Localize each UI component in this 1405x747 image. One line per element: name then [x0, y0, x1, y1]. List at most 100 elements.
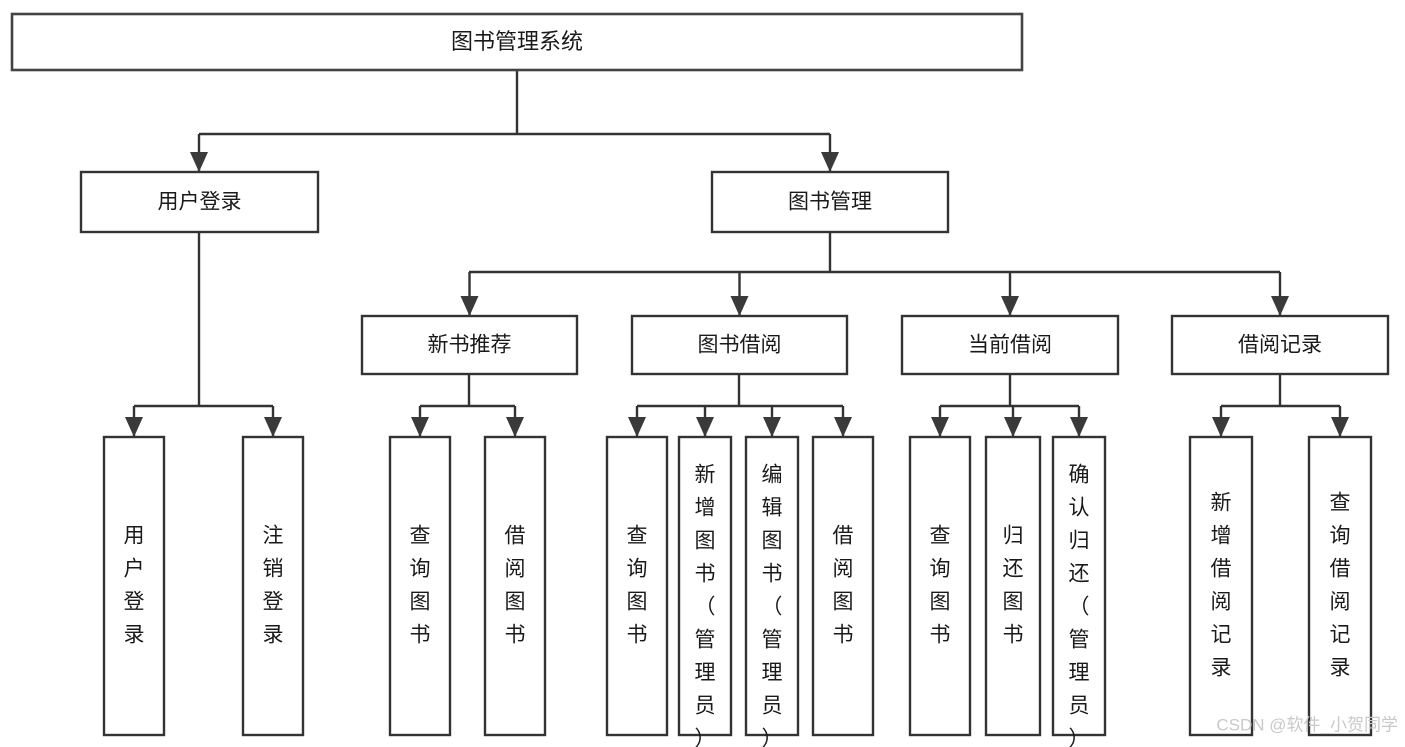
node-box[interactable] — [811, 435, 875, 737]
connector-leg-leaf-edit-book-admin — [763, 406, 781, 437]
arrow-head-icon — [506, 417, 524, 437]
node-box[interactable] — [630, 314, 849, 376]
node-leaf-edit-book-admin[interactable]: 编辑图书（管理员） — [744, 435, 800, 747]
connector-edge-to-book-manage — [821, 134, 839, 172]
connectors-layer — [125, 70, 1349, 437]
node-label: 用户登录 — [158, 191, 242, 214]
connector-edge-to-user-login — [190, 134, 208, 172]
node-box[interactable] — [79, 170, 320, 234]
node-book-borrow[interactable]: 图书借阅 — [630, 314, 849, 376]
connector-leg-leaf-return-book — [1004, 406, 1022, 437]
node-leaf-query-borrow-record[interactable]: 查询借阅记录 — [1307, 435, 1373, 737]
connector-leg-leaf-borrow-book-borrow — [834, 406, 852, 437]
node-label: 借阅记录 — [1238, 334, 1322, 357]
node-box[interactable] — [1051, 435, 1107, 737]
arrow-head-icon — [1212, 417, 1230, 437]
node-box[interactable] — [1170, 314, 1390, 376]
node-user-login[interactable]: 用户登录 — [79, 170, 320, 234]
node-label: 当前借阅 — [968, 334, 1052, 357]
node-box[interactable] — [744, 435, 800, 737]
node-label: 新书推荐 — [428, 334, 512, 357]
node-current-borrow[interactable]: 当前借阅 — [900, 314, 1120, 376]
connector-leg-leaf-confirm-return-admin — [1070, 406, 1088, 437]
node-leaf-user-login[interactable]: 用户登录 — [102, 435, 166, 737]
arrow-head-icon — [628, 417, 646, 437]
connector-leg-leaf-query-borrow-record — [1331, 406, 1349, 437]
node-box[interactable] — [605, 435, 669, 737]
node-leaf-borrow-book-recommend[interactable]: 借阅图书 — [483, 435, 547, 737]
connector-leg-current-borrow — [1001, 272, 1019, 316]
arrow-head-icon — [125, 417, 143, 437]
node-box[interactable] — [483, 435, 547, 737]
node-label: 新增借阅记录 — [1211, 491, 1232, 679]
node-label: 图书管理 — [788, 191, 872, 214]
arrow-head-icon — [834, 417, 852, 437]
node-label: 借阅图书 — [833, 524, 854, 646]
node-book-manage[interactable]: 图书管理 — [710, 170, 950, 234]
node-box[interactable] — [677, 435, 733, 737]
connector-leg-leaf-borrow-book-recommend — [506, 406, 524, 437]
node-leaf-return-book[interactable]: 归还图书 — [984, 435, 1042, 737]
node-label: 借阅图书 — [505, 524, 526, 646]
node-leaf-query-book-borrow[interactable]: 查询图书 — [605, 435, 669, 737]
arrow-head-icon — [264, 417, 282, 437]
node-leaf-logout-login[interactable]: 注销登录 — [241, 435, 305, 737]
node-box[interactable] — [102, 435, 166, 737]
node-root[interactable]: 图书管理系统 — [10, 12, 1024, 72]
connector-leg-leaf-logout-login — [264, 406, 282, 437]
node-box[interactable] — [388, 435, 452, 737]
node-box[interactable] — [1307, 435, 1373, 737]
node-box[interactable] — [984, 435, 1042, 737]
node-label: 图书借阅 — [698, 334, 782, 357]
node-label: 新增图书（管理员） — [695, 463, 716, 747]
node-new-book-recommend[interactable]: 新书推荐 — [360, 314, 579, 376]
connector-leg-new-book-recommend — [460, 272, 479, 316]
arrow-head-icon — [460, 296, 479, 316]
node-leaf-add-borrow-record[interactable]: 新增借阅记录 — [1188, 435, 1254, 737]
arrow-head-icon — [931, 417, 949, 437]
connector-leg-leaf-user-login — [125, 406, 143, 437]
node-label: 归还图书 — [1003, 524, 1024, 646]
node-label: 用户登录 — [124, 524, 145, 646]
node-label: 查询图书 — [410, 524, 431, 646]
arrow-head-icon — [1001, 296, 1019, 316]
node-leaf-confirm-return-admin[interactable]: 确认归还（管理员） — [1051, 435, 1107, 747]
connector-leg-book-borrow — [730, 272, 749, 316]
arrow-head-icon — [1331, 417, 1349, 437]
node-borrow-record[interactable]: 借阅记录 — [1170, 314, 1390, 376]
arrow-head-icon — [696, 417, 714, 437]
connector-leg-leaf-query-book-recommend — [411, 406, 429, 437]
arrow-head-icon — [763, 417, 781, 437]
node-label: 查询借阅记录 — [1330, 491, 1351, 679]
nodes-layer: 图书管理系统用户登录图书管理新书推荐图书借阅当前借阅借阅记录用户登录注销登录查询… — [10, 12, 1390, 747]
node-label: 图书管理系统 — [451, 29, 583, 54]
arrow-head-icon — [1070, 417, 1088, 437]
node-box[interactable] — [241, 435, 305, 737]
node-box[interactable] — [10, 12, 1024, 72]
connector-leg-borrow-record — [1271, 272, 1289, 316]
node-leaf-borrow-book-borrow[interactable]: 借阅图书 — [811, 435, 875, 737]
node-leaf-query-book-recommend[interactable]: 查询图书 — [388, 435, 452, 737]
node-box[interactable] — [908, 435, 972, 737]
arrow-head-icon — [821, 152, 839, 172]
node-label: 查询图书 — [627, 524, 648, 646]
node-leaf-add-book-admin[interactable]: 新增图书（管理员） — [677, 435, 733, 747]
node-box[interactable] — [710, 170, 950, 234]
arrow-head-icon — [411, 417, 429, 437]
node-label: 注销登录 — [263, 524, 284, 646]
arrow-head-icon — [1271, 296, 1289, 316]
node-box[interactable] — [900, 314, 1120, 376]
arrow-head-icon — [1004, 417, 1022, 437]
node-label: 确认归还（管理员） — [1069, 463, 1090, 747]
node-box[interactable] — [1188, 435, 1254, 737]
connector-leg-leaf-add-borrow-record — [1212, 406, 1230, 437]
arrow-head-icon — [190, 152, 208, 172]
node-leaf-query-book-current[interactable]: 查询图书 — [908, 435, 972, 737]
connector-leg-leaf-add-book-admin — [696, 406, 714, 437]
arrow-head-icon — [730, 296, 749, 316]
connector-leg-leaf-query-book-current — [931, 406, 949, 437]
watermark-label: CSDN @软件_小贺同学 — [1216, 715, 1398, 734]
node-box[interactable] — [360, 314, 579, 376]
